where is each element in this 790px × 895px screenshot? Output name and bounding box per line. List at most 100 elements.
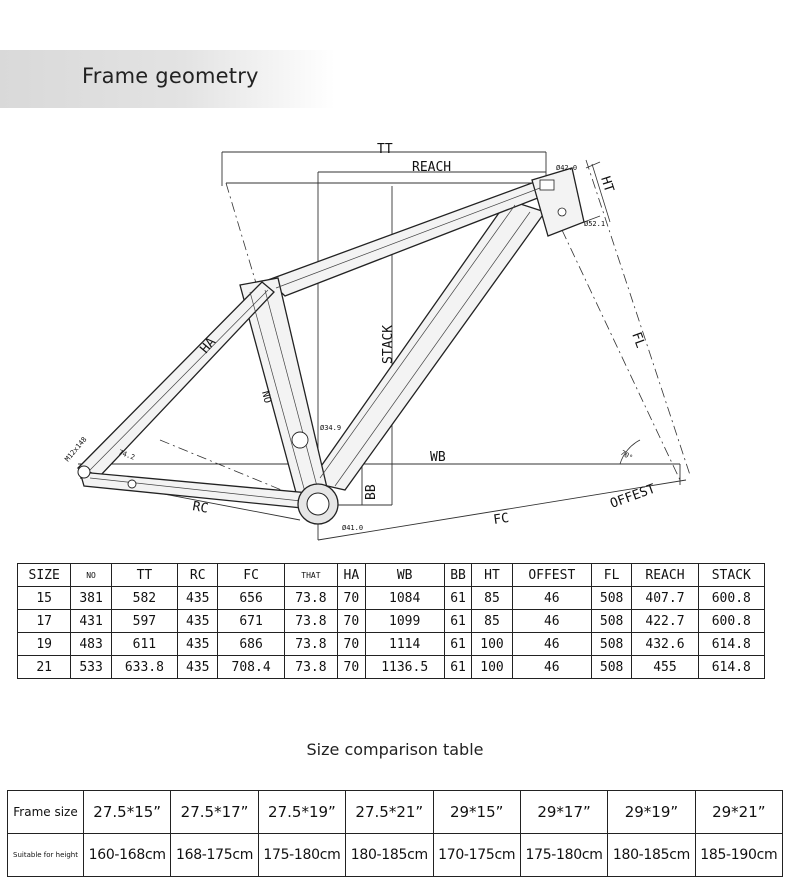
geo-cell: 435 (177, 632, 219, 656)
geometry-table: SIZE NO TT RC FC THAT HA WB BB HT OFFEST… (16, 563, 766, 679)
label-bb: BB (364, 484, 379, 500)
geo-cell: 61 (443, 655, 473, 679)
geo-cell: 435 (177, 586, 219, 610)
frame-size-cell: 27.5*19” (257, 790, 347, 834)
section-banner: Frame geometry (0, 50, 335, 108)
label-no: NO (259, 390, 273, 404)
geo-cell: 1136.5 (364, 655, 445, 679)
geo-cell: 600.8 (697, 609, 766, 633)
geo-cell: 73.8 (283, 632, 339, 656)
height-cell: 180-185cm (607, 833, 696, 877)
geo-cell: 70 (337, 632, 366, 656)
label-tt: TT (377, 142, 393, 157)
geo-cell: 21 (16, 655, 72, 679)
table-row: 21 533 633.8 435 708.4 73.8 70 1136.5 61… (16, 655, 766, 679)
geo-cell: 100 (471, 632, 513, 656)
geo-cell: 611 (110, 632, 179, 656)
geo-header: WB (364, 563, 445, 587)
geo-cell: 614.8 (697, 632, 766, 656)
geo-cell: 70 (337, 586, 366, 610)
geo-header: STACK (697, 563, 766, 587)
geo-cell: 508 (590, 655, 633, 679)
geo-cell: 614.8 (697, 655, 766, 679)
geo-cell: 633.8 (110, 655, 179, 679)
geo-header: REACH (631, 563, 699, 587)
frame-size-label: Frame size (7, 790, 84, 834)
label-reach: REACH (412, 160, 451, 175)
height-cell: 175-180cm (519, 833, 609, 877)
geo-cell: 85 (471, 586, 513, 610)
geo-cell: 85 (471, 609, 513, 633)
height-cell: 160-168cm (82, 833, 172, 877)
table-row: 17 431 597 435 671 73.8 70 1099 61 85 46… (16, 609, 766, 633)
geometry-header-row: SIZE NO TT RC FC THAT HA WB BB HT OFFEST… (16, 563, 766, 587)
geo-cell: 1099 (364, 609, 445, 633)
height-row: Suitable for height 160-168cm 168-175cm … (7, 833, 784, 877)
label-angle-seat: 74.2 (117, 448, 136, 461)
height-cell: 170-175cm (432, 833, 521, 877)
geo-cell: 1084 (364, 586, 445, 610)
geo-cell: 508 (590, 609, 633, 633)
geo-header: FC (217, 563, 285, 587)
geo-cell: 686 (217, 632, 285, 656)
geo-cell: 508 (590, 586, 633, 610)
geo-cell: 582 (110, 586, 179, 610)
geo-cell: 46 (511, 655, 592, 679)
height-label: Suitable for height (7, 833, 84, 877)
geo-cell: 46 (511, 632, 592, 656)
geo-cell: 70 (337, 655, 366, 679)
geo-cell: 73.8 (283, 655, 339, 679)
geo-cell: 73.8 (283, 609, 339, 633)
frame-size-cell: 27.5*21” (345, 790, 434, 834)
geo-cell: 483 (70, 632, 112, 656)
table-row: 15 381 582 435 656 73.8 70 1084 61 85 46… (16, 586, 766, 610)
geo-cell: 70 (337, 609, 366, 633)
section-title: Frame geometry (82, 64, 259, 88)
label-d42: Ø42.0 (556, 164, 577, 172)
frame-size-row: Frame size 27.5*15” 27.5*17” 27.5*19” 27… (7, 790, 784, 834)
geo-header: FL (590, 563, 633, 587)
geo-header: TT (110, 563, 179, 587)
comparison-title: Size comparison table (306, 740, 484, 759)
height-cell: 175-180cm (257, 833, 347, 877)
geo-cell: 671 (217, 609, 285, 633)
geo-header: BB (443, 563, 473, 587)
height-cell: 168-175cm (170, 833, 259, 877)
label-d349: Ø34.9 (320, 424, 341, 432)
geo-cell: 431 (70, 609, 112, 633)
geo-cell: 708.4 (217, 655, 285, 679)
geo-cell: 1114 (364, 632, 445, 656)
geo-cell: 61 (443, 632, 473, 656)
geo-header: RC (177, 563, 219, 587)
label-fl: FL (628, 330, 648, 350)
geo-cell: 19 (16, 632, 72, 656)
geo-cell: 407.7 (631, 586, 699, 610)
geo-header: HA (337, 563, 366, 587)
geo-cell: 508 (590, 632, 633, 656)
geo-cell: 46 (511, 609, 592, 633)
frame-size-cell: 27.5*15” (82, 790, 172, 834)
geo-cell: 656 (217, 586, 285, 610)
geo-cell: 381 (70, 586, 112, 610)
size-comparison-table: Frame size 27.5*15” 27.5*17” 27.5*19” 27… (7, 790, 784, 877)
frame-size-cell: 29*21” (694, 790, 784, 834)
geo-cell: 73.8 (283, 586, 339, 610)
geo-cell: 435 (177, 609, 219, 633)
label-stack: STACK (381, 325, 396, 364)
geo-cell: 17 (16, 609, 72, 633)
label-rc: RC (191, 499, 209, 516)
geo-header: OFFEST (511, 563, 592, 587)
geo-cell: 100 (471, 655, 513, 679)
geo-cell: 432.6 (631, 632, 699, 656)
geo-cell: 600.8 (697, 586, 766, 610)
geo-header: NO (70, 563, 112, 587)
frame-size-cell: 27.5*17” (170, 790, 259, 834)
frame-geometry-diagram: TT REACH STACK WB BB RC FC FL HT OFFEST … (0, 120, 790, 550)
geo-header: HT (471, 563, 513, 587)
label-d52: Ø52.1 (584, 220, 605, 228)
label-wb: WB (430, 450, 446, 465)
label-offset: OFFEST (608, 482, 657, 512)
geo-cell: 61 (443, 586, 473, 610)
height-cell: 180-185cm (345, 833, 434, 877)
geo-cell: 46 (511, 586, 592, 610)
